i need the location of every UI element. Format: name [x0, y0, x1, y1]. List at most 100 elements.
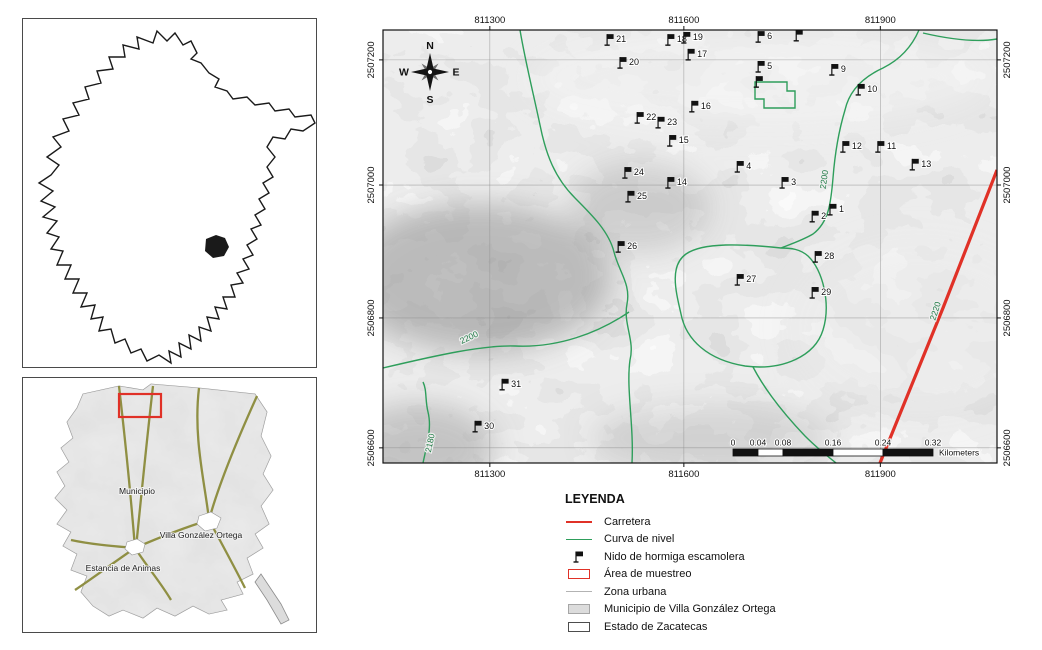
nest-marker: 20	[617, 56, 640, 69]
x-tick-label-bottom: 811300	[474, 469, 505, 480]
sample-area-rect	[117, 392, 163, 419]
legend-item-label: Área de muestreo	[604, 568, 692, 581]
contour-line	[780, 30, 920, 249]
nest-number: 14	[677, 177, 687, 187]
compass-west-label: W	[399, 67, 409, 79]
villa-gonzalez-ortega-label: Villa González Ortega	[160, 530, 243, 540]
municipio-label: Municipio	[119, 486, 155, 496]
legend-item: Estado de Zacatecas	[563, 618, 893, 636]
nest-marker: 3	[779, 176, 797, 189]
contour-line	[519, 30, 634, 463]
nest-number: 29	[821, 287, 831, 297]
nest-marker: 6	[755, 30, 773, 43]
nest-marker: 16	[689, 100, 712, 113]
nest-number: 22	[646, 112, 656, 122]
legend-item-label: Estado de Zacatecas	[604, 620, 708, 633]
legend-title: LEYENDA	[565, 492, 625, 506]
municipality-swatch	[568, 604, 590, 615]
nest-number: 10	[867, 84, 877, 94]
urban-area-estancia	[124, 538, 146, 556]
nest-number: 4	[746, 161, 751, 171]
municipality-overview-map: Municipio Villa González Ortega Estancia…	[54, 383, 290, 625]
nest-marker: 30	[472, 420, 495, 433]
nest-marker: 28	[812, 250, 835, 263]
nest-marker: 2	[809, 210, 827, 223]
y-tick-label-left: 2506800	[366, 299, 377, 336]
nest-number: 17	[697, 49, 707, 59]
legend-item-label: Municipio de Villa González Ortega	[604, 603, 776, 616]
nest-number: 30	[484, 421, 494, 431]
nest-marker: 10	[855, 83, 878, 96]
road-line	[878, 169, 997, 463]
legend-item: Carretera	[563, 513, 893, 531]
state-swatch	[568, 621, 590, 632]
vector-layers	[383, 30, 997, 463]
compass-south-label: S	[426, 94, 433, 106]
nest-marker: 24	[622, 166, 645, 179]
contour-elevation-label: 2200	[818, 169, 831, 189]
x-tick-label-top: 811600	[668, 15, 699, 26]
nest-marker: 15	[667, 134, 690, 147]
legend-swatch	[563, 550, 595, 563]
x-tick-label-top: 811900	[865, 15, 896, 26]
contour-line	[383, 311, 630, 369]
state-overview-panel	[22, 18, 317, 368]
nest-number: 5	[767, 61, 772, 71]
nest-marker: 11	[875, 140, 897, 153]
scalebar-unit: Kilometers	[939, 448, 979, 458]
nest-number: 12	[852, 141, 862, 151]
nest-marker: 12	[840, 140, 863, 153]
legend-swatch	[563, 520, 595, 523]
y-tick-label-right: 2507000	[1002, 167, 1013, 204]
compass-north-label: N	[426, 40, 434, 52]
y-tick-label-right: 2506600	[1002, 429, 1013, 466]
state-overview-map	[37, 29, 316, 365]
nest-marker: 14	[665, 176, 688, 189]
nest-number: 2	[821, 211, 826, 221]
nest-marker: 25	[625, 190, 648, 203]
nest-marker: 4	[734, 160, 752, 173]
legend-item-label: Nido de hormiga escamolera	[604, 550, 745, 563]
nest-number: 27	[746, 274, 756, 284]
nest-marker: 22	[634, 111, 657, 124]
nest-number: 11	[887, 141, 896, 151]
contour-loop	[674, 244, 827, 368]
nest-marker: 29	[809, 286, 832, 299]
contour-line	[422, 381, 431, 463]
scalebar-value: 0	[731, 438, 736, 448]
y-tick-label-left: 2507000	[366, 167, 377, 204]
nest-marker: 26	[615, 240, 638, 253]
nest-number: 16	[701, 101, 711, 111]
urban-zone-swatch	[566, 591, 592, 593]
x-tick-label-bottom: 811600	[668, 469, 699, 480]
legend-item-label: Carretera	[604, 515, 651, 528]
estancia-de-animas-label: Estancia de Animas	[86, 563, 161, 573]
nest-marker: 17	[685, 48, 708, 61]
x-tick-label-bottom: 811900	[865, 469, 896, 480]
nest-marker: 9	[829, 63, 847, 76]
scalebar-value: 0.16	[825, 438, 842, 448]
compass-rose: N E S W	[399, 40, 459, 106]
nest-marker	[793, 29, 803, 42]
scalebar-value: 0.24	[875, 438, 892, 448]
road-swatch	[566, 520, 592, 523]
y-tick-label-right: 2507200	[1002, 41, 1013, 78]
compass-east-label: E	[452, 67, 459, 79]
nest-marker: 19	[681, 31, 704, 44]
nest-number: 15	[679, 135, 689, 145]
compass-hub	[426, 68, 434, 76]
nest-number: 24	[634, 167, 644, 177]
nest-marker	[753, 76, 763, 88]
state-outline	[37, 29, 316, 365]
legend-swatch	[563, 569, 595, 580]
nest-number: 9	[841, 64, 846, 74]
nest-marker: 23	[655, 116, 678, 129]
legend-swatch	[563, 604, 595, 615]
legend-item: Curva de nivel	[563, 531, 893, 549]
nest-number: 26	[627, 241, 637, 251]
legend-item: Área de muestreo	[563, 566, 893, 584]
